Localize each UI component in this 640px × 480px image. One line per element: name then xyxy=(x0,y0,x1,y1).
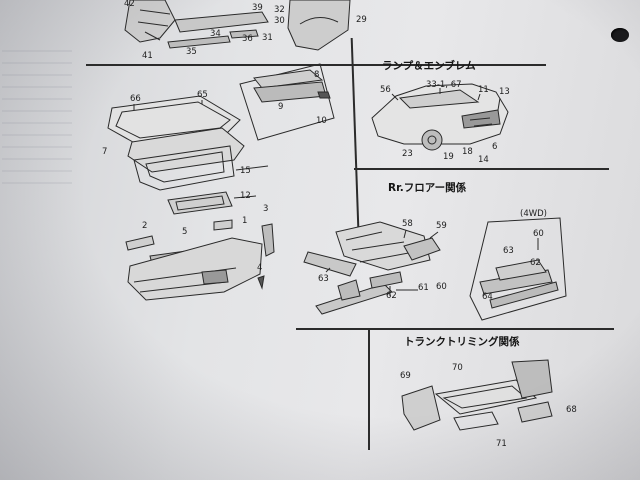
part-callout: 35 xyxy=(186,47,197,57)
part-callout: 1 xyxy=(242,216,248,226)
part-callout: 60 xyxy=(533,229,544,239)
divider-floor-bottom-rule xyxy=(296,328,614,330)
part-callout: 68 xyxy=(566,405,577,415)
faded-back-page-text xyxy=(2,40,72,300)
part-callout: 18 xyxy=(462,147,473,157)
part-callout: 9 xyxy=(278,102,284,112)
part-callout: 32 xyxy=(274,5,285,15)
part-callout: 63 xyxy=(318,274,329,284)
part-callout: 60 xyxy=(436,282,447,292)
part-callout: 30 xyxy=(274,16,285,26)
part-callout: 12 xyxy=(240,191,251,201)
part-callout: 36 xyxy=(242,34,253,44)
part-callout: 62 xyxy=(386,291,397,301)
part-callout: 62 xyxy=(530,258,541,268)
part-callout: 61 xyxy=(418,283,429,293)
part-callout: 19 xyxy=(443,152,454,162)
part-callout: 31 xyxy=(262,33,273,43)
part-callout: 58 xyxy=(402,219,413,229)
part-callout: 4 xyxy=(257,263,263,273)
part-callout: 13 xyxy=(499,87,510,97)
part-callout: 64 xyxy=(482,292,493,302)
part-callout: 71 xyxy=(496,439,507,449)
part-callout: 56 xyxy=(380,85,391,95)
part-callout: 39 xyxy=(252,3,263,13)
trunk-trim-heading: トランクトリミング関係 xyxy=(404,336,520,348)
part-callout: 29 xyxy=(356,15,367,25)
part-callout: 8 xyxy=(314,70,320,80)
part-callout: 65 xyxy=(197,90,208,100)
part-callout: 33-1, 67 xyxy=(426,80,462,90)
rr-floor-heading: Rr.フロアー関係 xyxy=(388,182,467,194)
part-callout: 10 xyxy=(316,116,327,126)
part-callout: 66 xyxy=(130,94,141,104)
part-callout: 34 xyxy=(210,29,221,39)
binder-hole xyxy=(611,28,629,42)
part-callout: 42 xyxy=(124,0,135,9)
lamp-emblem-heading: ランプ＆エンブレム xyxy=(382,60,476,72)
divider-trunk-left-rule xyxy=(368,330,370,450)
part-callout: 69 xyxy=(400,371,411,381)
part-callout: 14 xyxy=(478,155,489,165)
part-callout: 3 xyxy=(263,204,269,214)
part-callout: 6 xyxy=(492,142,498,152)
part-callout: 11 xyxy=(478,85,489,95)
divider-lamp-bottom-rule xyxy=(354,168,609,170)
part-callout: 41 xyxy=(142,51,153,61)
part-callout: 63 xyxy=(503,246,514,256)
part-callout: 5 xyxy=(182,227,188,237)
part-callout: 7 xyxy=(102,147,108,157)
part-callout: 70 xyxy=(452,363,463,373)
part-callout: 15 xyxy=(240,166,251,176)
part-callout: 23 xyxy=(402,149,413,159)
part-callout: 59 xyxy=(436,221,447,231)
4wd-label: (4WD) xyxy=(520,209,547,219)
part-callout: 2 xyxy=(142,221,148,231)
